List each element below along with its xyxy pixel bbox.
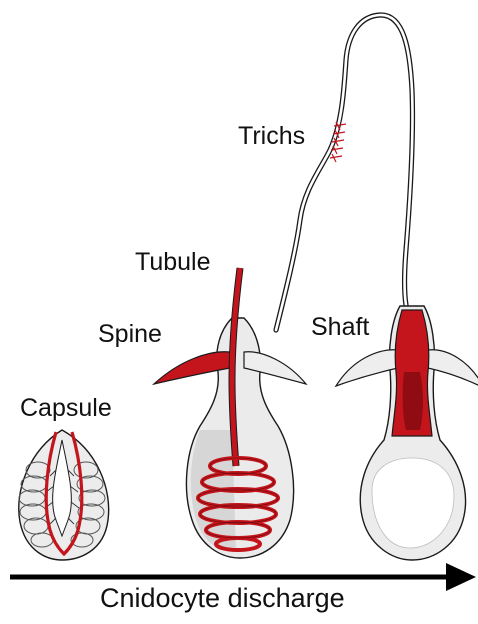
- label-capsule: Capsule: [20, 396, 112, 421]
- axis-label: Cnidocyte discharge: [100, 585, 345, 612]
- spine-left-3: [336, 350, 398, 386]
- label-tubule: Tubule: [135, 250, 211, 275]
- shaft-dark-core: [403, 372, 423, 430]
- label-spine: Spine: [98, 322, 162, 347]
- stage-discharged: [276, 15, 478, 560]
- label-trichs: Trichs: [238, 124, 305, 149]
- discharged-tubule-thread: [276, 15, 413, 330]
- label-shaft: Shaft: [311, 315, 369, 340]
- spine-right-3: [428, 350, 478, 388]
- stage-capsule: [19, 430, 109, 560]
